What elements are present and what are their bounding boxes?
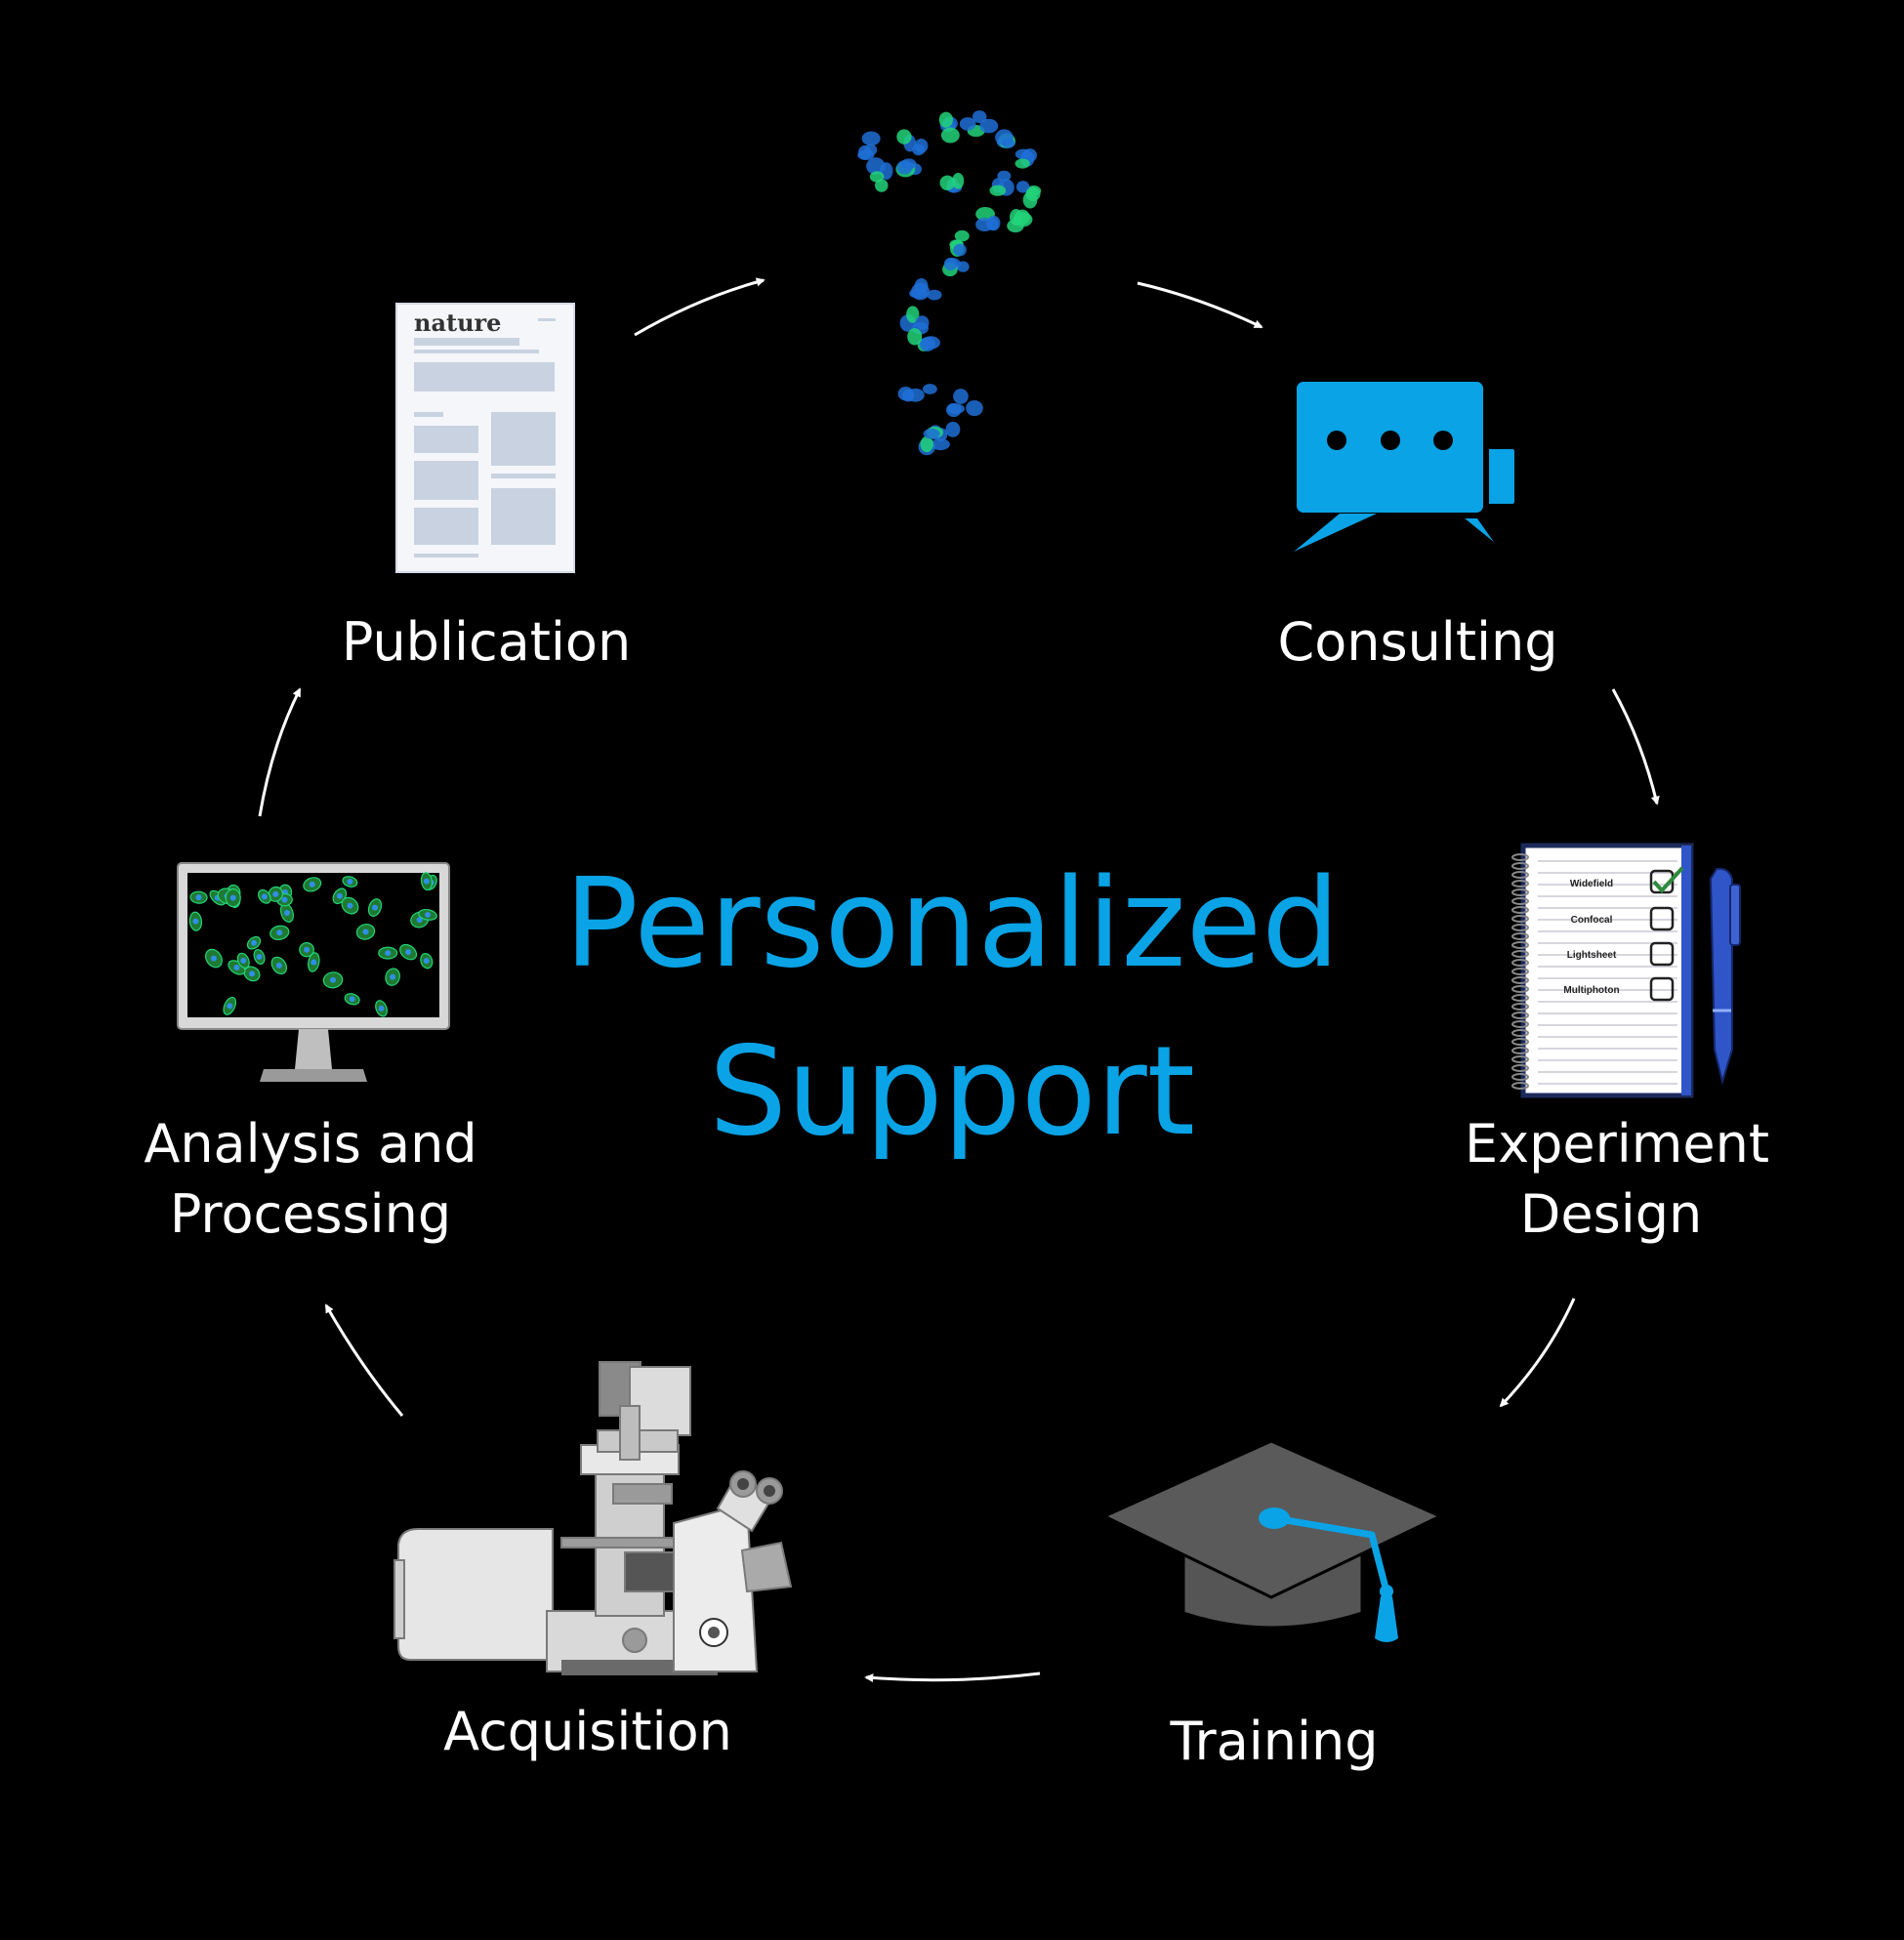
step-label-acquisition: Acquisition bbox=[443, 1701, 732, 1762]
journal-masthead: nature bbox=[414, 309, 501, 337]
arrow-question-to-consulting bbox=[1137, 281, 1263, 329]
chat-bubbles-icon bbox=[1291, 376, 1524, 572]
checkbox-confocal bbox=[1649, 906, 1675, 931]
checkbox-lightsheet bbox=[1649, 941, 1675, 967]
arrow-analysis-to-publication bbox=[258, 687, 302, 817]
step-label-publication: Publication bbox=[341, 611, 632, 673]
checklist-item-multiphoton: Multiphoton bbox=[1563, 985, 1619, 996]
arrow-acquisition-to-analysis bbox=[324, 1303, 404, 1417]
center-title: Personalized Support bbox=[547, 840, 1357, 1176]
journal-page-icon: nature bbox=[395, 303, 575, 573]
checklist-item-lightsheet: Lightsheet bbox=[1567, 950, 1617, 961]
checklist-item-widefield: Widefield bbox=[1570, 879, 1613, 889]
arrow-consulting-to-design bbox=[1611, 688, 1660, 805]
monitor-cells-icon bbox=[177, 862, 450, 1082]
graduation-cap-icon bbox=[1100, 1439, 1444, 1642]
arrow-design-to-training bbox=[1499, 1298, 1576, 1408]
checkbox-multiphoton bbox=[1649, 976, 1675, 1002]
step-label-analysis-processing: Analysis and Processing bbox=[144, 1113, 477, 1245]
step-label-training: Training bbox=[1170, 1711, 1379, 1772]
pen-icon bbox=[1709, 867, 1741, 1086]
checklist-notebook-icon: Widefield Confocal Lightsheet Multiphoto… bbox=[1511, 843, 1741, 1098]
arrow-training-to-acquisition bbox=[864, 1672, 1041, 1683]
step-label-experiment-design: Experiment Design bbox=[1465, 1113, 1770, 1245]
center-title-line-2: Support bbox=[708, 1019, 1196, 1163]
checklist-item-confocal: Confocal bbox=[1571, 915, 1613, 926]
cell-question-mark-icon bbox=[857, 110, 1042, 456]
microscope-icon bbox=[393, 1361, 793, 1675]
arrow-publication-to-question bbox=[634, 277, 766, 337]
center-title-line-1: Personalized bbox=[563, 851, 1341, 995]
step-label-consulting: Consulting bbox=[1277, 611, 1558, 673]
cycle-arrows bbox=[258, 277, 1660, 1683]
check-mark-icon bbox=[1652, 866, 1684, 893]
